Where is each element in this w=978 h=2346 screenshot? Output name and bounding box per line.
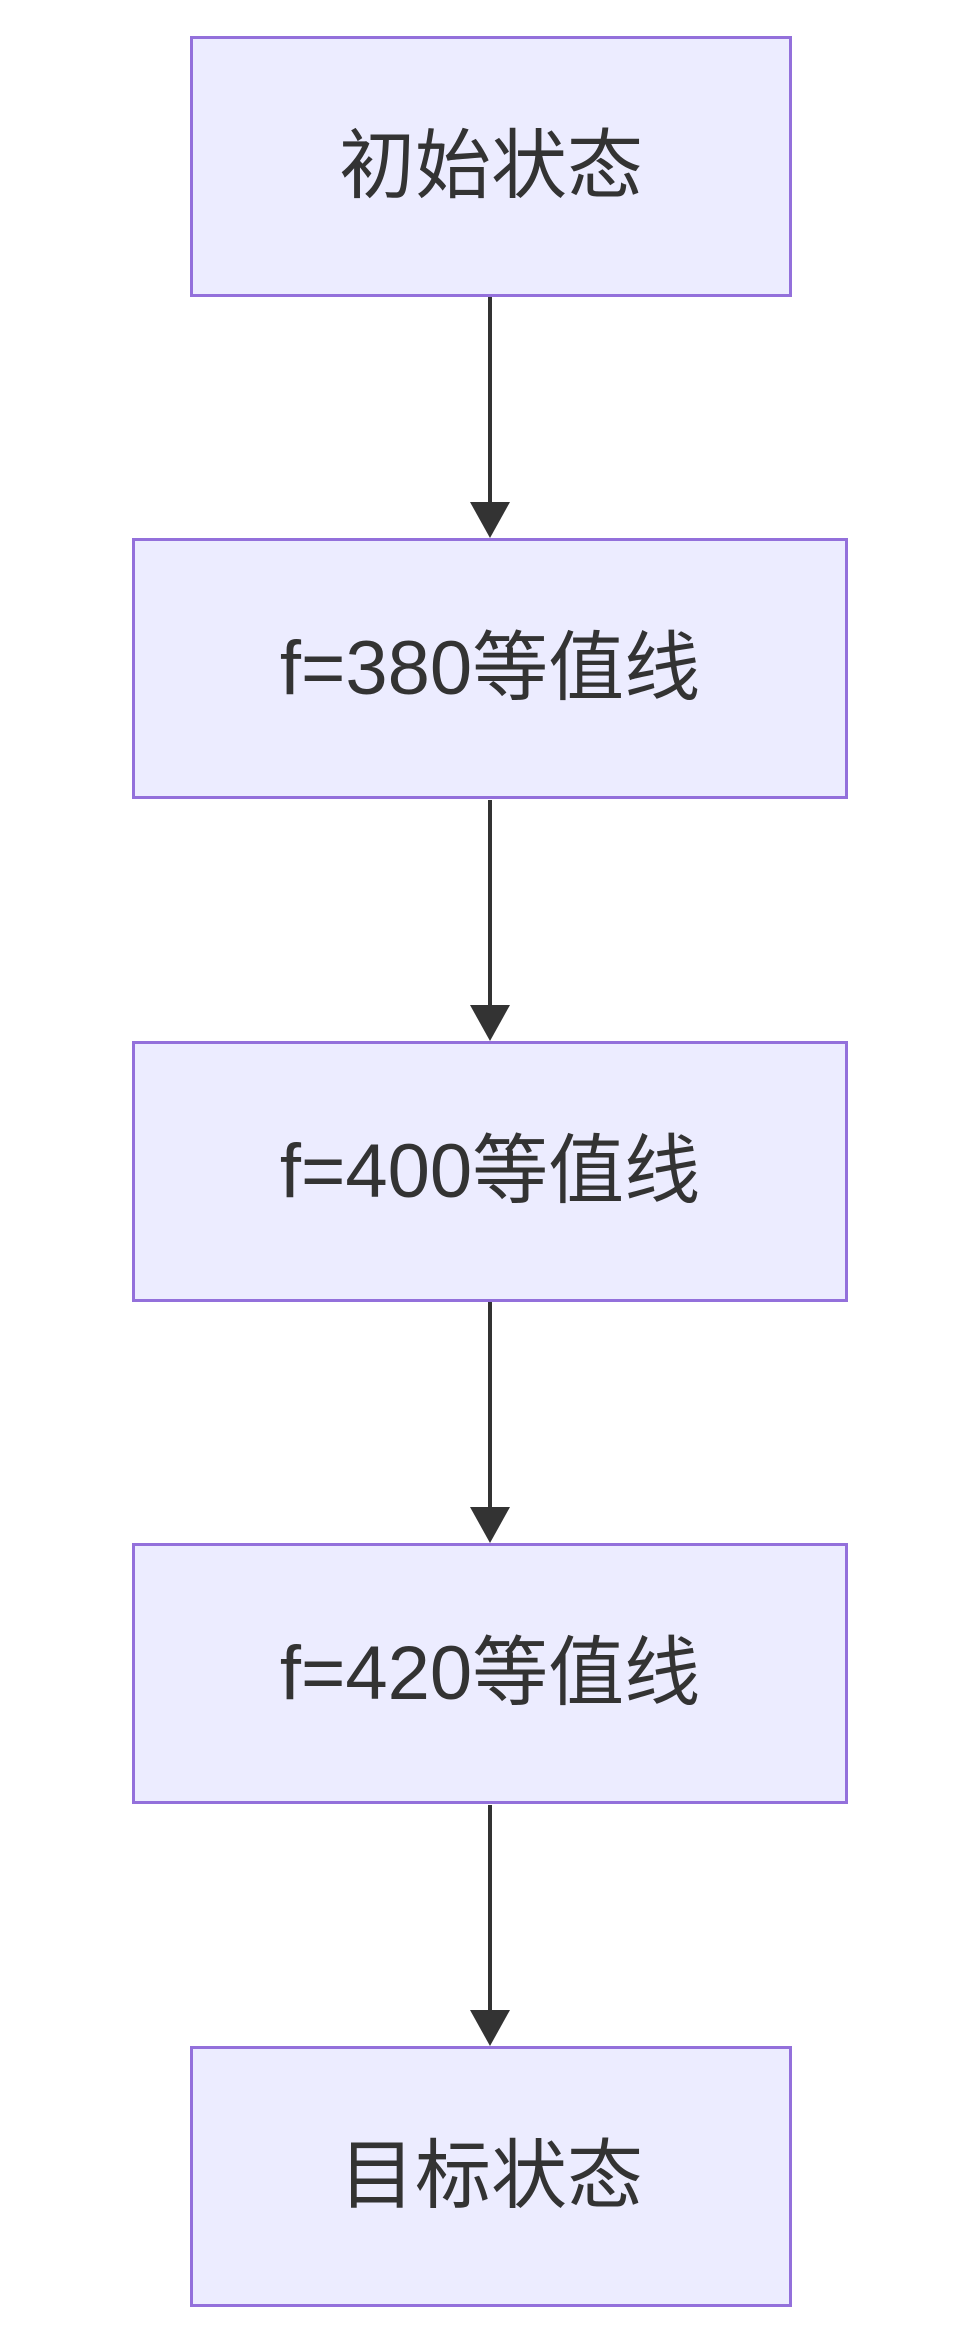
edge-arrow-2 — [469, 800, 511, 1041]
arrow-shaft — [488, 1805, 492, 2012]
node-f380-contour-label: f=380等值线 — [279, 625, 701, 711]
node-goal-state: 目标状态 — [190, 2046, 792, 2307]
node-f400-contour: f=400等值线 — [132, 1041, 848, 1302]
edge-arrow-1 — [469, 297, 511, 538]
node-f400-contour-label: f=400等值线 — [279, 1128, 701, 1214]
arrowhead-down-icon — [470, 2010, 510, 2046]
arrowhead-down-icon — [470, 502, 510, 538]
node-goal-state-label: 目标状态 — [339, 2133, 643, 2219]
arrowhead-down-icon — [470, 1507, 510, 1543]
node-initial-state-label: 初始状态 — [339, 123, 643, 209]
node-f380-contour: f=380等值线 — [132, 538, 848, 799]
edge-arrow-3 — [469, 1302, 511, 1543]
arrowhead-down-icon — [470, 1005, 510, 1041]
arrow-shaft — [488, 297, 492, 504]
node-f420-contour-label: f=420等值线 — [279, 1630, 701, 1716]
edge-arrow-4 — [469, 1805, 511, 2046]
node-f420-contour: f=420等值线 — [132, 1543, 848, 1804]
arrow-shaft — [488, 800, 492, 1007]
arrow-shaft — [488, 1302, 492, 1509]
node-initial-state: 初始状态 — [190, 36, 792, 297]
